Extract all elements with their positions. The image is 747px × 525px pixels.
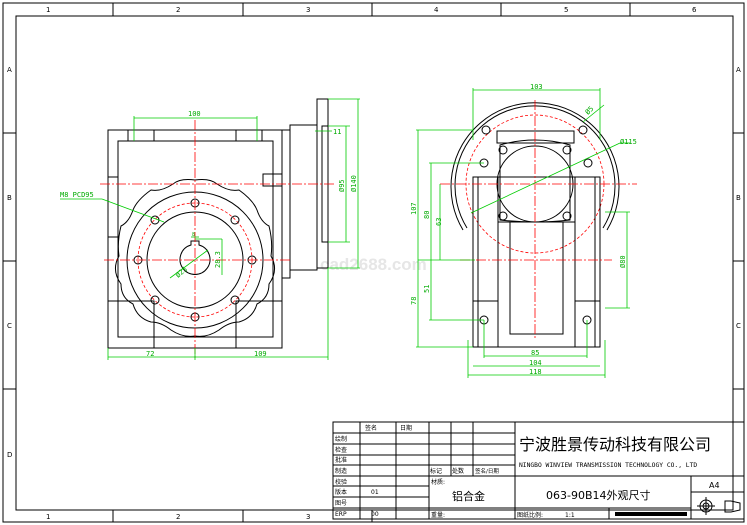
col-label: 5 (564, 6, 568, 14)
row-label: 检查 (335, 446, 347, 454)
dim-label: Ø115 (620, 138, 637, 146)
company-name-cn: 宁波胜景传动科技有限公司 (519, 435, 711, 454)
count-label: 处数 (452, 467, 464, 475)
row-label: A (736, 66, 741, 74)
watermark: cad2688.com (320, 255, 427, 274)
row-label: 批准 (335, 456, 347, 464)
col-label: 6 (692, 6, 697, 14)
row-label: B (7, 194, 12, 202)
row-label: C (7, 322, 12, 330)
weight-label: 重量: (431, 511, 445, 519)
dim-label: 104 (529, 359, 542, 367)
row-label: 绘制 (335, 435, 347, 443)
row-label: 图号 (335, 500, 347, 507)
row-label: 校验 (335, 478, 347, 486)
erp-value: 00 (371, 511, 379, 518)
dim-label: 51 (423, 285, 431, 293)
dim-label: Ø80 (619, 255, 627, 268)
header-date: 日期 (400, 424, 412, 432)
col-label: 2 (176, 513, 180, 521)
col-label: 3 (306, 6, 310, 14)
dim-label: 63 (435, 218, 443, 226)
dim-label: Ø95 (338, 179, 346, 192)
dim-label: 28.3 (214, 251, 222, 268)
row-label: 版本 (335, 488, 347, 496)
dim-label: Ø25 (174, 265, 189, 279)
drawing-title: 063-90B14外观尺寸 (546, 488, 651, 502)
col-label: 2 (176, 6, 180, 14)
dim-label: Ø140 (350, 175, 358, 192)
material-value: 铝合金 (452, 489, 485, 503)
col-label: 1 (46, 6, 50, 14)
side-view: 103 Ø5 Ø115 107 80 63 51 78 Ø80 85 104 1… (410, 83, 637, 378)
company-name-en: NINGBO WINVIEW TRANSMISSION TECHNOLOGY C… (519, 462, 697, 469)
dim-label: 103 (530, 83, 543, 91)
dim-label: 118 (529, 368, 542, 376)
row-label: 制造 (335, 467, 347, 475)
projection-symbol-icon (697, 497, 741, 515)
dim-label: 109 (254, 350, 267, 358)
front-view: 100 M8 PCD95 Ø25 28.3 8 11 Ø95 Ø140 72 1… (60, 98, 360, 360)
dim-label: 8 (192, 232, 195, 238)
dim-label: 107 (410, 202, 418, 215)
dim-label: 85 (531, 349, 539, 357)
header-sign: 签名 (365, 424, 377, 432)
dim-label: 11 (333, 128, 341, 136)
col-label: 3 (306, 513, 310, 521)
row-label: ERP (335, 511, 347, 518)
sheet-size: A4 (709, 481, 720, 490)
dim-label: 72 (146, 350, 154, 358)
title-block: 签名 日期 绘制 检查 批准 制造 校验 版本 图号 ERP 01 00 标记 … (332, 421, 745, 520)
dim-label: 80 (423, 211, 431, 219)
col-label: 4 (434, 6, 439, 14)
dim-label: 100 (188, 110, 201, 118)
dim-label: M8 PCD95 (60, 191, 94, 199)
row-label: D (7, 451, 12, 459)
row-label: B (736, 194, 741, 202)
mark-label: 标记 (430, 467, 442, 475)
version-value: 01 (371, 489, 379, 496)
scale-label: 图纸比例: (517, 511, 543, 519)
weight-bar (615, 512, 687, 516)
material-label: 材质: (431, 478, 445, 486)
dim-label: Ø5 (584, 105, 596, 117)
scale-value: 1:1 (565, 512, 575, 519)
row-label: C (736, 322, 741, 330)
row-label: A (7, 66, 12, 74)
col-label: 1 (46, 513, 50, 521)
dim-label: 78 (410, 297, 418, 305)
sign-date-label: 签名/日期 (475, 467, 499, 475)
